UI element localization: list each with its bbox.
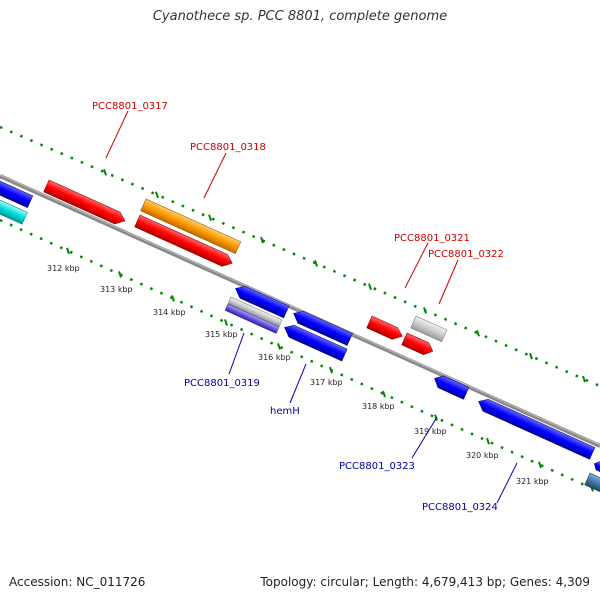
kbp-label: 312 kbp bbox=[47, 264, 80, 273]
kbp-label: 319 kbp bbox=[414, 427, 447, 436]
major-tick bbox=[171, 295, 175, 302]
outer-tick-track bbox=[0, 125, 600, 388]
major-tick bbox=[314, 260, 318, 267]
major-tick bbox=[529, 352, 533, 360]
major-tick bbox=[423, 307, 427, 314]
gene-arrow-pcc8801-0319-b[interactable] bbox=[224, 303, 280, 334]
major-tick bbox=[538, 461, 542, 469]
kbp-label: 313 kbp bbox=[100, 285, 133, 294]
major-tick bbox=[277, 343, 281, 350]
gene-arrow-pcc8801-0324[interactable] bbox=[476, 396, 596, 460]
inner-tick-track bbox=[0, 218, 600, 494]
gene-label-pcc8801-0318[interactable]: PCC8801_0318 bbox=[190, 142, 266, 153]
major-tick bbox=[368, 283, 372, 291]
gene-arrow-pcc8801-0317[interactable] bbox=[43, 179, 128, 227]
major-tick bbox=[208, 214, 212, 221]
gene-label-pcc8801-0322[interactable]: PCC8801_0322 bbox=[428, 249, 504, 260]
gene-arrow-pcc8801-0322[interactable] bbox=[410, 315, 448, 343]
gene-label-pcc8801-0317[interactable]: PCC8801_0317 bbox=[92, 101, 168, 112]
major-tick bbox=[103, 169, 107, 176]
gene-arrow-pcc8801-0321[interactable] bbox=[366, 315, 405, 343]
major-tick bbox=[382, 390, 386, 398]
gene-label-hemh[interactable]: hemH bbox=[270, 406, 300, 417]
major-tick bbox=[224, 319, 228, 326]
gene-label-pcc8801-0323[interactable]: PCC8801_0323 bbox=[339, 461, 415, 472]
map-title: Cyanothece sp. PCC 8801, complete genome bbox=[152, 9, 448, 24]
gene-arrow-reverse-right-steel[interactable] bbox=[584, 472, 600, 494]
major-tick bbox=[582, 375, 586, 383]
topology-text: Topology: circular; Length: 4,679,413 bp… bbox=[260, 575, 590, 589]
kbp-label: 314 kbp bbox=[153, 308, 186, 317]
gene-arrow-reverse-left-cyan[interactable] bbox=[0, 199, 28, 225]
kbp-labels: 312 kbp 313 kbp 314 kbp 315 kbp 316 kbp 317 k… bbox=[47, 264, 549, 486]
kbp-label: 318 kbp bbox=[362, 402, 395, 411]
kbp-label: 316 kbp bbox=[258, 353, 291, 362]
major-tick bbox=[476, 330, 480, 337]
kbp-label: 321 kbp bbox=[516, 477, 549, 486]
gene-arrow-hemh[interactable] bbox=[282, 322, 348, 362]
major-tick bbox=[329, 366, 333, 374]
accession-text: Accession: NC_011726 bbox=[9, 575, 146, 589]
gene-arrow-reverse-b[interactable] bbox=[291, 308, 353, 346]
gene-label-pcc8801-0321[interactable]: PCC8801_0321 bbox=[394, 233, 470, 244]
major-tick bbox=[66, 247, 70, 255]
gene-label-pcc8801-0319[interactable]: PCC8801_0319 bbox=[184, 378, 260, 389]
gene-arrow-pcc8801-0318[interactable] bbox=[140, 198, 242, 254]
gene-arrow-reverse-a[interactable] bbox=[233, 283, 290, 319]
gene-arrow-pcc8801-0319[interactable] bbox=[227, 296, 283, 327]
gene-label-pcc8801-0324[interactable]: PCC8801_0324 bbox=[422, 502, 498, 513]
gene-arrow-forward-b[interactable] bbox=[134, 214, 235, 270]
major-tick bbox=[155, 191, 159, 199]
kbp-label: 320 kbp bbox=[466, 451, 499, 460]
gene-arrow-reverse-right-blue[interactable] bbox=[592, 460, 600, 477]
kbp-label: 315 kbp bbox=[205, 330, 238, 339]
genome-backbone bbox=[0, 174, 600, 448]
major-tick bbox=[434, 414, 438, 421]
kbp-label: 317 kbp bbox=[310, 378, 343, 387]
major-tick bbox=[118, 271, 122, 278]
major-tick bbox=[260, 236, 264, 244]
major-tick bbox=[486, 437, 490, 445]
gene-arrow-pcc8801-0323[interactable] bbox=[432, 373, 470, 400]
gene-arrow-reverse-left-blue[interactable] bbox=[0, 180, 34, 208]
label-leader-lines bbox=[105, 110, 518, 504]
gene-arrow-forward-c[interactable] bbox=[401, 332, 436, 358]
